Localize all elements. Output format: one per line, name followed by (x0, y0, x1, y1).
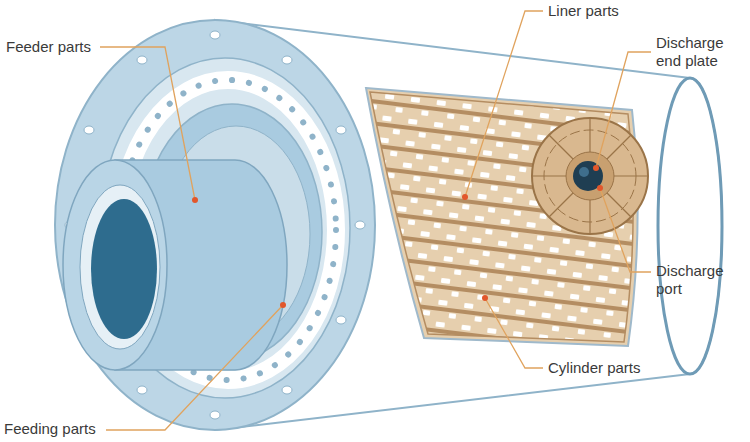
part-label: Feeding parts (4, 420, 96, 438)
part-label: Cylinder parts (548, 359, 641, 377)
part-label: Liner parts (548, 2, 619, 20)
part-label: Discharge port (656, 262, 744, 298)
part-label: Feeder parts (6, 38, 91, 56)
part-label: Discharge end plate (656, 34, 744, 70)
